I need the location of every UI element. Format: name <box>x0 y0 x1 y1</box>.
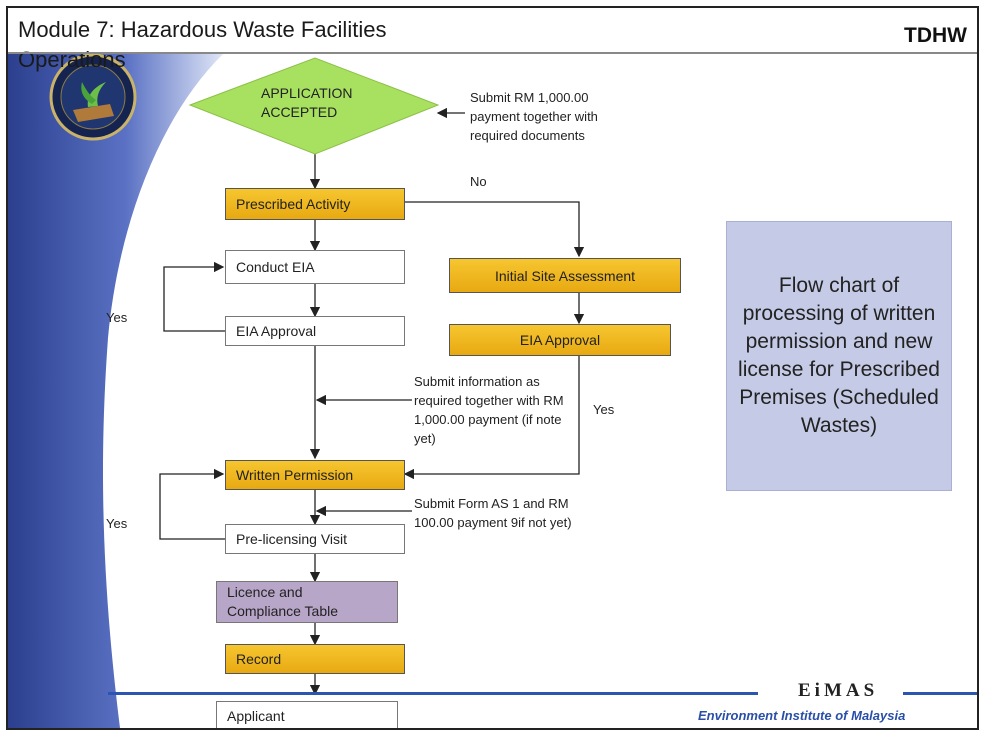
page-title-continued: Operations <box>18 47 126 72</box>
submit-payment-note: Submit RM 1,000.00 payment together with… <box>470 90 598 143</box>
yes-right-label: Yes <box>593 402 615 417</box>
pre-licensing-visit-box: Pre-licensing Visit <box>225 524 405 554</box>
left-gradient-band <box>8 54 223 728</box>
page-title: Module 7: Hazardous Waste Facilities <box>18 17 387 42</box>
prescribed-activity-box: Prescribed Activity <box>225 188 405 220</box>
submit-form-note: Submit Form AS 1 and RM 100.00 payment 9… <box>414 496 572 530</box>
eia-approval-left-box: EIA Approval <box>225 316 405 346</box>
submit-info-note: Submit information as required together … <box>414 374 564 446</box>
tdhw-badge: TDHW <box>904 24 967 47</box>
flow-connectors <box>159 57 585 696</box>
footer-divider-right <box>903 692 977 695</box>
applicant-box: Applicant <box>216 701 398 728</box>
logo-seal-icon <box>49 53 137 141</box>
application-accepted-diamond <box>188 57 440 155</box>
eimas-logo-text: EiMAS <box>798 680 879 701</box>
eia-approval-right-box: EIA Approval <box>449 324 671 356</box>
yes-eia-label: Yes <box>106 310 128 325</box>
conduct-eia-box: Conduct EIA <box>225 250 405 284</box>
institute-name: Environment Institute of Malaysia <box>698 708 906 723</box>
initial-site-assessment-box: Initial Site Assessment <box>449 258 681 293</box>
header-divider <box>8 52 977 54</box>
flowchart-description-box: Flow chart of processing of written perm… <box>726 221 952 491</box>
footer-divider-left <box>108 692 758 695</box>
yes-visit-label: Yes <box>106 516 128 531</box>
record-box: Record <box>225 644 405 674</box>
licence-compliance-box: Licence and Compliance Table <box>216 581 398 623</box>
application-accepted-label: APPLICATION ACCEPTED <box>261 85 353 120</box>
no-label: No <box>470 174 487 189</box>
slide: Module 7: Hazardous Waste Facilities Ope… <box>6 6 979 730</box>
written-permission-box: Written Permission <box>225 460 405 490</box>
